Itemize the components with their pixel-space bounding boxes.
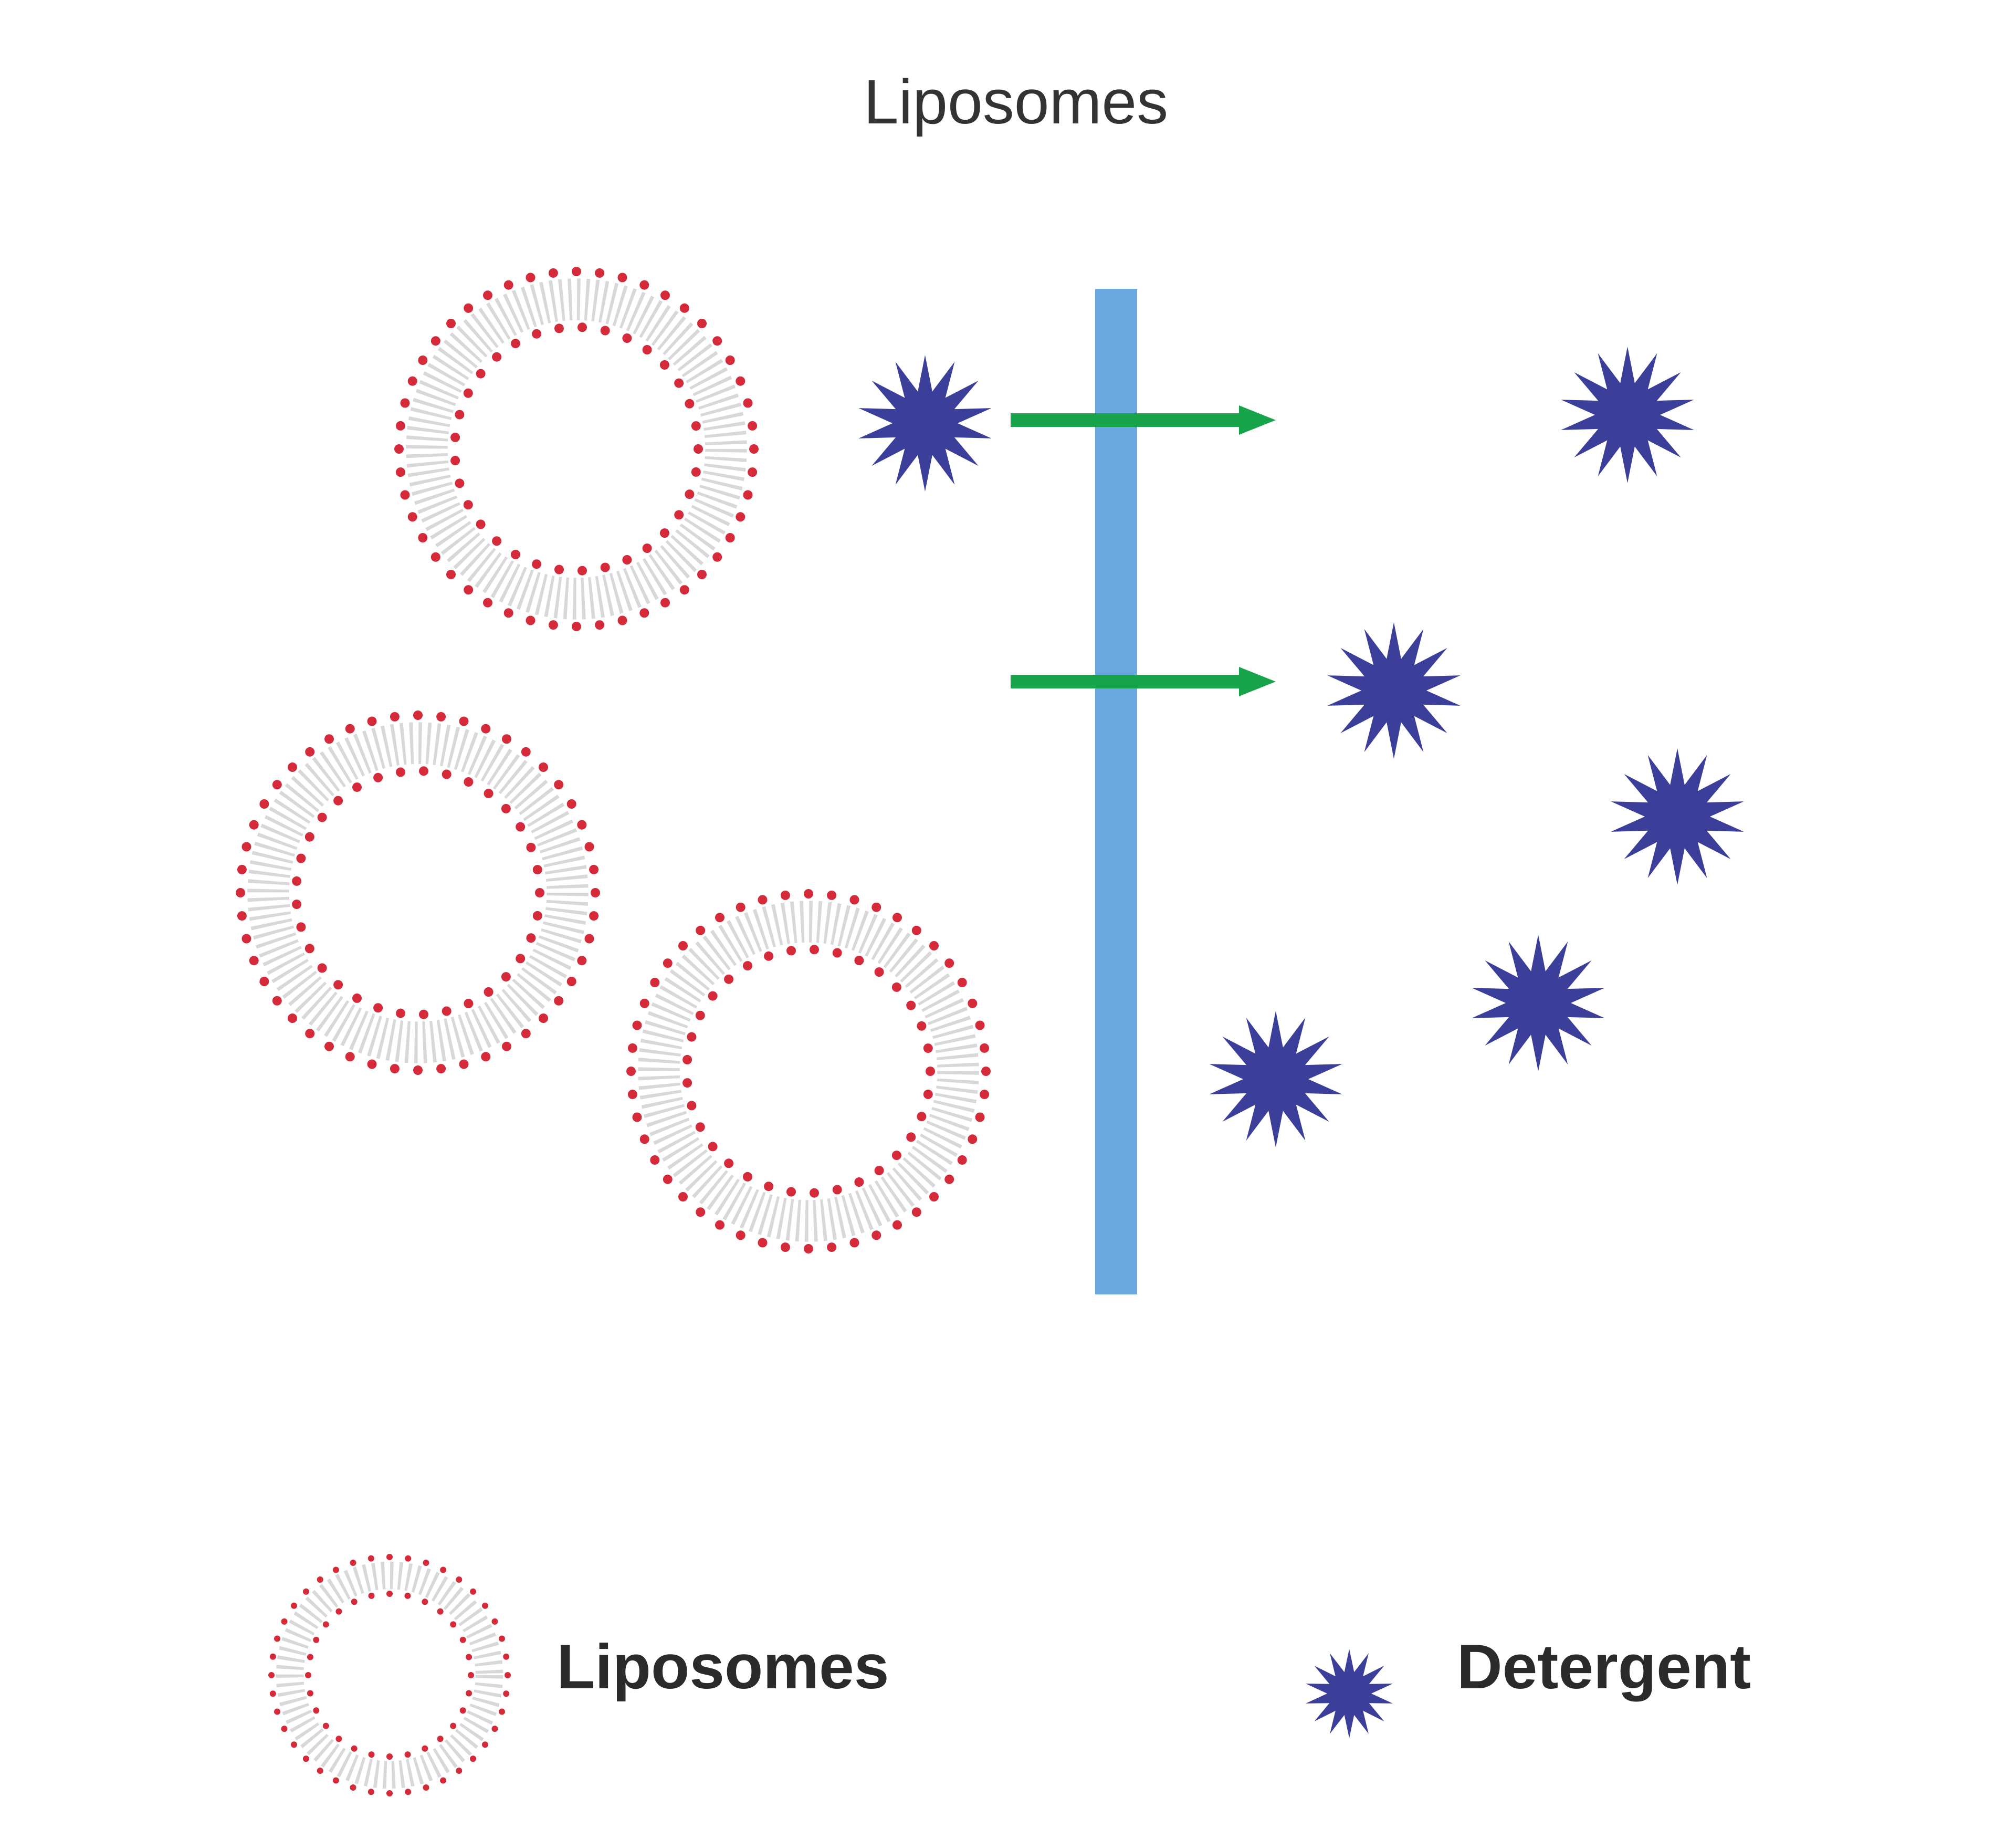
legend-detergent-icon [1306, 1649, 1393, 1738]
diagram-title: Liposomes [864, 67, 1168, 137]
legend-liposome-icon [268, 1554, 511, 1796]
legend-liposomes-label: Liposomes [556, 1632, 889, 1702]
liposome [236, 710, 600, 1075]
detergent-star-icon [1209, 1011, 1342, 1147]
legend-detergent-label: Detergent [1457, 1632, 1751, 1702]
arrow-middle [1011, 667, 1276, 696]
detergent-star-icon [858, 355, 991, 492]
dialysis-membrane [1095, 289, 1137, 1294]
detergent-star-icon [1561, 347, 1694, 483]
arrow-top [1011, 405, 1276, 435]
legend: Liposomes Detergent [268, 1554, 1751, 1796]
detergent-star-icon [1472, 935, 1604, 1071]
detergent-star-icon [1611, 748, 1744, 885]
detergent-star-icon [1327, 622, 1460, 759]
liposome [394, 267, 759, 631]
liposome [626, 889, 991, 1253]
